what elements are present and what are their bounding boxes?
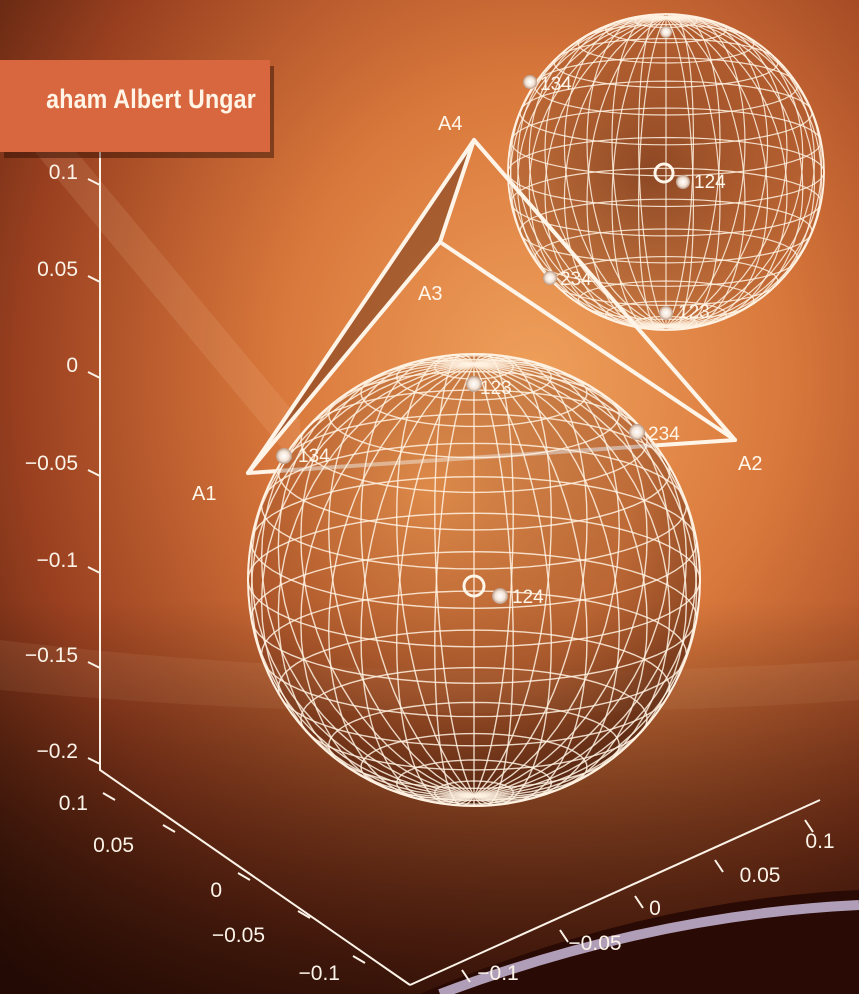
z-tick-mark [87,757,101,765]
point-marker [492,588,508,604]
pole-marker [660,26,672,38]
light-streak [0,60,300,470]
point-marker [629,424,645,440]
point-label: 124 [512,587,544,608]
vertex-label: A2 [738,453,762,475]
labels-layer: A1 A2 A3 A4 123 134 234 124 134 124 234 123 [192,26,762,608]
y-tick-label: 0 [210,879,222,902]
point-label: 124 [694,172,726,193]
z-tick-label: −0.1 [37,549,78,572]
axis-line-x [409,799,821,986]
axes-frame: 0.10.050−0.05−0.1−0.15−0.20.10.050−0.05−… [25,150,835,986]
y-tick-mark [102,792,116,801]
point-marker [276,448,292,464]
z-tick-label: −0.15 [25,644,78,667]
axis-lines [99,150,411,986]
small-wireframe-sphere [507,13,825,331]
vertex-label: A3 [418,283,442,305]
z-tick-mark [87,178,101,186]
y-tick-mark [352,955,366,964]
purple-arc [438,900,859,994]
point-marker [466,376,482,392]
large-wireframe-sphere [247,353,701,807]
z-tick-label: 0 [66,354,78,377]
tetra-edge [246,240,442,475]
x-tick-mark [461,969,471,983]
tetra-edge [246,138,476,475]
z-tick-label: −0.2 [37,740,78,763]
point-label: 134 [540,74,572,95]
point-label: 234 [560,269,592,290]
z-tick-mark [87,661,101,669]
y-tick-mark [237,872,251,881]
point-marker [543,271,557,285]
x-tick-label: 0.05 [740,864,781,887]
point-marker [523,75,537,89]
center-ring [653,162,675,184]
tetra-edge [472,138,737,442]
sphere-outline [247,353,701,807]
z-tick-mark [87,275,101,283]
tetrahedron [246,138,737,475]
point-label: 134 [298,446,330,467]
x-tick-label: −0.05 [568,932,621,955]
author-banner: aham Albert Ungar [0,60,270,152]
point-label: 234 [648,424,680,445]
tetra-edge [438,138,476,244]
center-ring [462,574,486,598]
x-tick-label: 0 [649,897,661,920]
y-tick-label: −0.1 [299,962,340,985]
y-tick-mark [297,910,311,919]
z-tick-mark [87,469,101,477]
y-tick-label: 0.1 [59,792,88,815]
vertex-label: A4 [438,113,462,135]
vertex-label: A1 [192,483,216,505]
x-tick-mark [714,859,724,873]
z-tick-label: 0.1 [49,161,78,184]
z-tick-mark [87,371,101,379]
point-label: 123 [480,378,512,399]
z-tick-label: 0.05 [37,258,78,281]
y-tick-label: 0.05 [93,834,134,857]
x-tick-label: −0.1 [477,962,518,985]
point-label: 123 [678,302,710,323]
x-tick-label: 0.1 [805,830,834,853]
point-marker [659,306,673,320]
x-tick-mark [634,895,644,909]
author-name: aham Albert Ungar [46,84,256,114]
x-tick-mark [559,929,569,943]
y-tick-mark [162,824,176,833]
tetra-edge [438,240,737,442]
y-tick-label: −0.05 [212,924,265,947]
z-tick-mark [87,566,101,574]
point-marker [676,175,690,189]
z-tick-label: −0.05 [25,452,78,475]
x-tick-mark [804,819,814,833]
sphere-outline [507,13,825,331]
